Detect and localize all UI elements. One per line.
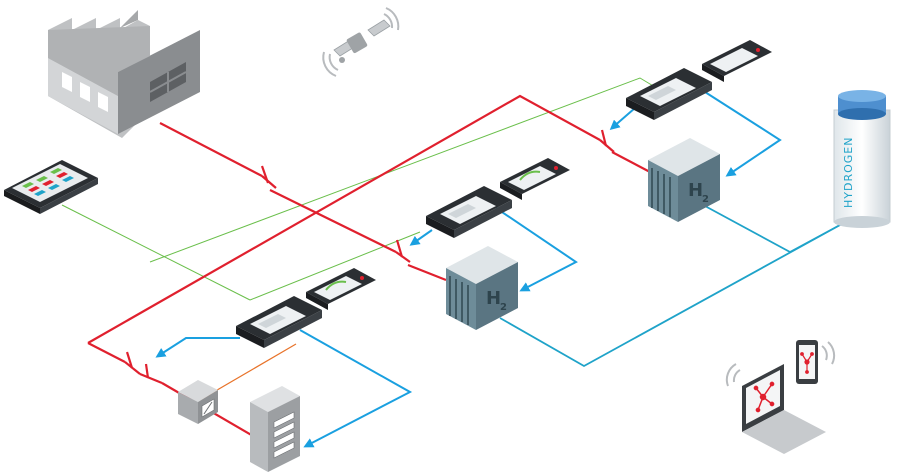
display-unit [702,40,772,82]
smartphone-icon [796,340,818,384]
remote-monitoring-devices [725,340,836,454]
battery-rack [250,386,300,472]
wireless-signal-icon [725,341,836,387]
display-unit [500,158,570,200]
breaker-switch [395,239,411,263]
controller-unit-bottom [236,268,376,348]
display-unit [306,268,376,310]
flow-arrows [155,91,782,448]
hydrogen-tank: HYDROGEN [833,90,891,228]
controller-unit-top [626,40,772,120]
satellite-icon [322,7,400,77]
tank-label: HYDROGEN [842,137,855,208]
fuel-cell-label: H [688,180,703,201]
hmi-touch-panel [4,160,98,214]
fuel-cell-subscript: 2 [702,194,709,205]
fuel-cell-subscript: 2 [500,302,507,313]
fuel-cell-stack-lower: H 2 [446,246,518,330]
fuel-cell-stack-upper: H 2 [648,138,720,222]
breaker-switches [124,129,615,385]
controller-unit-middle [426,158,570,238]
power-lines [87,94,651,441]
factory-building [48,10,200,138]
breaker-switch [599,129,615,153]
hydrogen-supply-lines [499,205,841,368]
breaker-switch [260,165,277,189]
inverter-box [178,380,218,424]
breaker-switch [124,351,163,385]
laptop-icon [742,364,826,454]
fuel-cell-label: H [486,288,501,309]
